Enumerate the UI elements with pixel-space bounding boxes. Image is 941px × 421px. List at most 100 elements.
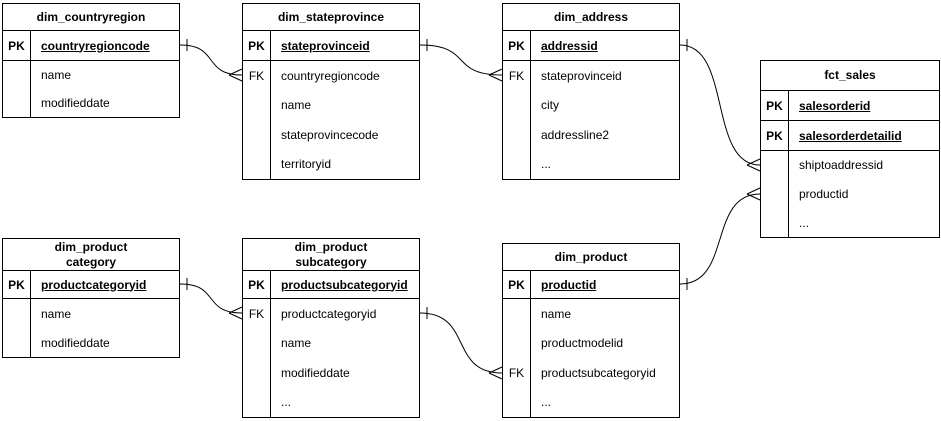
many-marker	[746, 158, 761, 172]
column-row: name	[503, 299, 679, 329]
key-tag	[243, 149, 271, 179]
key-tag: PK	[243, 271, 271, 298]
column-name: stateprovinceid	[281, 38, 370, 53]
key-tag	[3, 328, 31, 357]
table-title: dim_stateprovince	[243, 4, 419, 31]
column-name: ...	[541, 395, 552, 410]
column-row: ...	[503, 387, 679, 417]
key-tag: PK	[761, 91, 789, 120]
column-row: ...	[503, 149, 679, 179]
key-tag	[503, 387, 531, 417]
column-row: PK salesorderdetailid	[761, 121, 939, 151]
column-name: modifieddate	[41, 335, 110, 350]
column-name: shiptoaddressid	[799, 158, 884, 173]
table-title: dim_product	[503, 244, 679, 271]
column-row: name	[3, 61, 179, 89]
column-name: modifieddate	[281, 365, 350, 380]
key-tag	[503, 299, 531, 329]
column-row: productid	[761, 179, 939, 209]
column-name: productmodelid	[541, 336, 624, 351]
many-marker	[488, 366, 503, 380]
key-tag	[761, 151, 789, 180]
relationship-dim_countryregion-dim_stateprovince[interactable]	[179, 39, 243, 82]
column-name: name	[41, 68, 72, 82]
column-name: name	[541, 306, 572, 321]
column-name: ...	[281, 395, 292, 410]
key-tag	[761, 179, 789, 209]
key-tag: FK	[243, 61, 271, 91]
key-tag	[3, 61, 31, 89]
key-tag: PK	[243, 31, 271, 60]
table-title: fct_sales	[761, 61, 939, 91]
column-row: FK stateprovinceid	[503, 61, 679, 91]
many-marker	[228, 68, 243, 82]
key-tag	[503, 149, 531, 179]
column-name: name	[41, 306, 72, 321]
table-title: dim_countryregion	[3, 4, 179, 31]
relationship-line	[419, 44, 503, 76]
column-row: name	[243, 90, 419, 120]
relationship-line	[419, 312, 503, 374]
key-tag	[243, 120, 271, 150]
column-name: productsubcategoryid	[281, 277, 408, 292]
key-tag	[3, 89, 31, 117]
column-row: territoryid	[243, 149, 419, 179]
key-tag	[503, 328, 531, 358]
column-row: addressline2	[503, 120, 679, 150]
column-name: productid	[799, 186, 849, 201]
column-name: addressline2	[541, 127, 610, 142]
relationship-dim_stateprovince-dim_address[interactable]	[419, 39, 503, 82]
key-tag: FK	[503, 61, 531, 91]
column-row: city	[503, 90, 679, 120]
column-name: name	[281, 336, 312, 351]
column-name: ...	[799, 215, 810, 230]
table-title: dim_product subcategory	[243, 239, 419, 271]
relationship-dim_product-fct_sales[interactable]	[679, 187, 761, 290]
key-tag	[3, 299, 31, 328]
column-name: salesorderid	[799, 98, 871, 113]
table-title: dim_product category	[3, 239, 179, 271]
relationship-dim_productsubcategory-dim_product[interactable]	[419, 307, 503, 380]
key-tag: FK	[503, 358, 531, 388]
column-row: stateprovincecode	[243, 120, 419, 150]
many-marker	[488, 68, 503, 82]
column-row: modifieddate	[243, 358, 419, 388]
relationship-dim_address-fct_sales[interactable]	[679, 39, 761, 172]
column-row: name	[243, 328, 419, 358]
column-row: name	[3, 299, 179, 328]
column-row: PK salesorderid	[761, 91, 939, 121]
column-row: productmodelid	[503, 328, 679, 358]
column-name: ...	[541, 157, 552, 172]
key-tag	[243, 387, 271, 417]
column-name: salesorderdetailid	[799, 128, 902, 143]
key-tag: PK	[503, 31, 531, 60]
key-tag: PK	[3, 271, 31, 298]
column-name: productid	[541, 277, 597, 292]
column-name: city	[541, 98, 559, 113]
key-tag	[243, 90, 271, 120]
column-name: stateprovinceid	[541, 68, 622, 83]
relationship-dim_productcategory-dim_productsubcategory[interactable]	[179, 278, 243, 320]
key-tag	[503, 120, 531, 150]
relationship-line	[679, 44, 761, 166]
column-row: PK stateprovinceid	[243, 31, 419, 61]
column-row: shiptoaddressid	[761, 151, 939, 180]
key-tag	[243, 358, 271, 388]
key-tag: PK	[761, 121, 789, 150]
column-name: countryregioncode	[41, 38, 150, 53]
key-tag	[761, 208, 789, 237]
